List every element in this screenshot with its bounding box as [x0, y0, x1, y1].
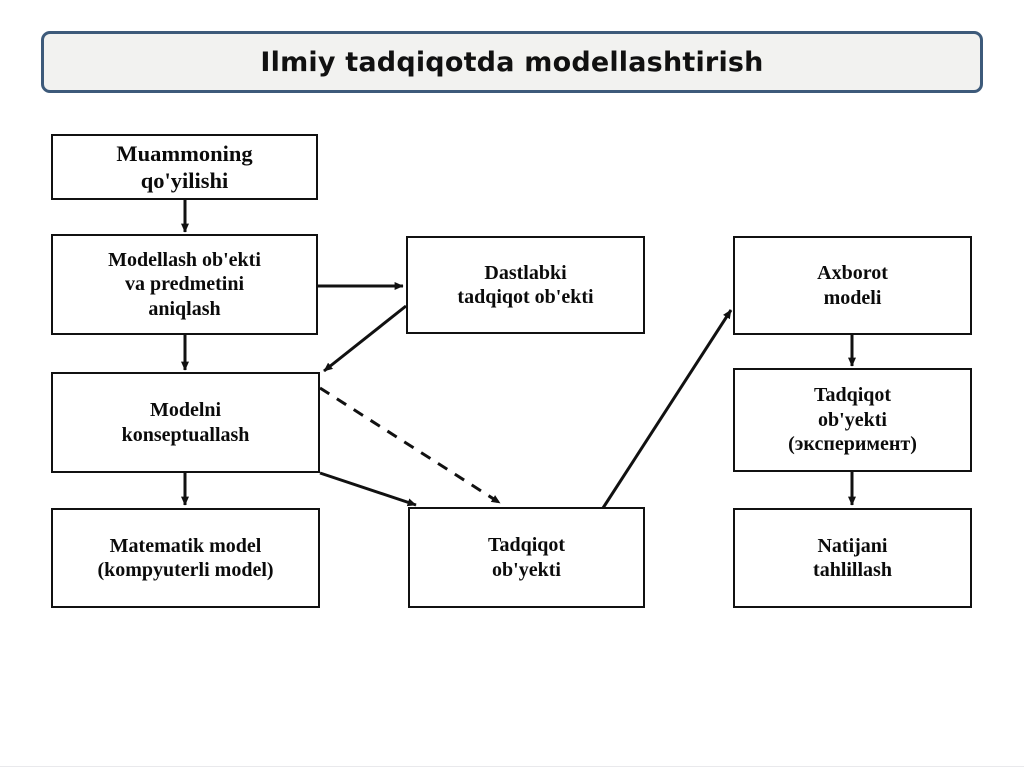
node-muammoning[interactable]: Muammoning qo'yilishi — [51, 134, 318, 200]
node-label: Axborot modeli — [817, 262, 888, 309]
node-label: Tadqiqot ob'yekti (эксперимент) — [788, 384, 917, 456]
node-natijani-tahlillash[interactable]: Natijani tahlillash — [733, 508, 972, 608]
node-tadqiqot-obyekti-eksperiment[interactable]: Tadqiqot ob'yekti (эксперимент) — [733, 368, 972, 472]
edge-tadqiqot-to-axborot — [601, 309, 733, 509]
edge-modelni-to-tadqiqot-solid — [319, 471, 417, 507]
node-label: Modellash ob'ekti va predmetini aniqlash — [108, 248, 261, 320]
node-label: Matematik model (kompyuterli model) — [97, 534, 274, 581]
node-label: Modelni konseptuallash — [121, 399, 250, 446]
node-modelni-konseptuallash[interactable]: Modelni konseptuallash — [51, 372, 320, 473]
edge-modelni-to-tadqiqot-dashed — [319, 386, 501, 505]
node-label: Tadqiqot ob'yekti — [487, 534, 566, 581]
node-axborot-modeli[interactable]: Axborot modeli — [733, 236, 972, 335]
edge-dastlabki-to-modelni — [323, 304, 407, 373]
node-dastlabki-tadqiqot-obekti[interactable]: Dastlabki tadqiqot ob'ekti — [406, 236, 645, 334]
node-modellash-obekti[interactable]: Modellash ob'ekti va predmetini aniqlash — [51, 234, 318, 335]
page-title: Ilmiy tadqiqotda modellashtirish — [260, 46, 764, 78]
node-label: Muammoning qo'yilishi — [116, 140, 253, 193]
node-label: Natijani tahlillash — [813, 534, 892, 581]
node-matematik-model[interactable]: Matematik model (kompyuterli model) — [51, 508, 320, 608]
node-label: Dastlabki tadqiqot ob'ekti — [457, 261, 594, 308]
node-tadqiqot-obyekti[interactable]: Tadqiqot ob'yekti — [408, 507, 645, 608]
slide-title-banner: Ilmiy tadqiqotda modellashtirish — [41, 31, 983, 93]
